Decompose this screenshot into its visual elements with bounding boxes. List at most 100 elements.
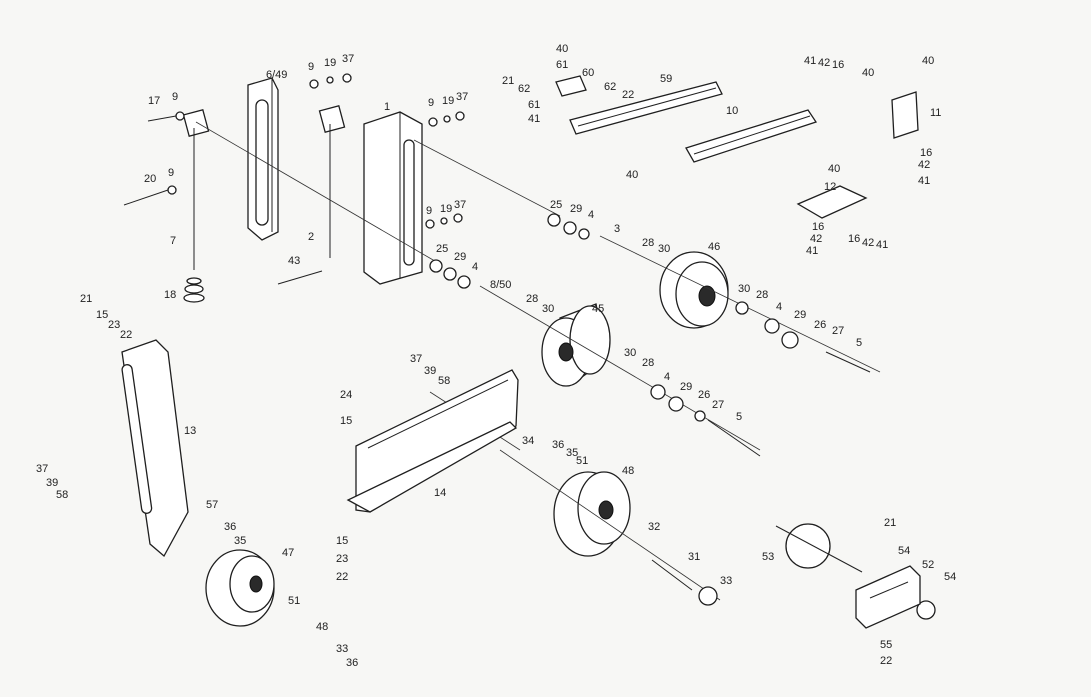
- callout: 4: [588, 209, 594, 221]
- callout: 23: [336, 553, 348, 565]
- callout: 26: [698, 389, 710, 401]
- callout: 29: [680, 381, 692, 393]
- callout: 29: [794, 309, 806, 321]
- callout: 29: [570, 203, 582, 215]
- callout: 8/50: [490, 279, 511, 291]
- callout: 37: [410, 353, 422, 365]
- plate-14: [346, 369, 519, 513]
- callout: 4: [776, 301, 782, 313]
- tie-rod-7: [182, 108, 210, 303]
- callout: 41: [876, 239, 888, 251]
- bracket-13: [121, 339, 189, 558]
- callout: 48: [316, 621, 328, 633]
- bolts-5: [651, 351, 871, 591]
- pulley-48-center: [553, 471, 631, 557]
- callout: 20: [144, 173, 156, 185]
- callout: 61: [528, 99, 540, 111]
- callout: 21: [884, 517, 896, 529]
- callout: 39: [424, 365, 436, 377]
- callout: 42: [918, 159, 930, 171]
- callout: 47: [282, 547, 294, 559]
- callout: 45: [592, 303, 604, 315]
- callout: 15: [336, 535, 348, 547]
- callout: 4: [472, 261, 478, 273]
- callout: 60: [582, 67, 594, 79]
- callout: 23: [108, 319, 120, 331]
- callout: 9: [428, 97, 434, 109]
- callout: 51: [288, 595, 300, 607]
- callout: 27: [712, 399, 724, 411]
- callout: 33: [336, 643, 348, 655]
- callout: 19: [442, 95, 454, 107]
- callout: 22: [336, 571, 348, 583]
- callout: 53: [762, 551, 774, 563]
- callout: 9: [172, 91, 178, 103]
- callout: 12: [824, 181, 836, 193]
- callout: 21: [80, 293, 92, 305]
- callout: 21: [502, 75, 514, 87]
- callout: 11: [930, 107, 941, 119]
- callout: 58: [56, 489, 68, 501]
- callout: 9: [168, 167, 174, 179]
- callout: 36: [552, 439, 564, 451]
- callout: 34: [522, 435, 534, 447]
- callout: 1: [384, 101, 390, 113]
- callout: 33: [720, 575, 732, 587]
- callout: 16: [848, 233, 860, 245]
- rail-10: [685, 109, 818, 163]
- callout: 7: [170, 235, 176, 247]
- callout: 37: [36, 463, 48, 475]
- callout: 5: [856, 337, 862, 349]
- bracket-12: [796, 185, 868, 219]
- callout: 30: [658, 243, 670, 255]
- shaft-lines: [195, 121, 881, 601]
- bolt-43: [277, 270, 323, 285]
- sprocket-53: [775, 523, 863, 573]
- callout: 58: [438, 375, 450, 387]
- callout: 62: [518, 83, 530, 95]
- callout: 46: [708, 241, 720, 253]
- callout: 40: [556, 43, 568, 55]
- callout: 35: [566, 447, 578, 459]
- callout: 62: [604, 81, 616, 93]
- callout: 51: [576, 455, 588, 467]
- callout: 22: [120, 329, 132, 341]
- callout: 40: [922, 55, 934, 67]
- callout: 54: [898, 545, 910, 557]
- pulley-47: [205, 549, 275, 627]
- callout: 59: [660, 73, 672, 85]
- callout: 28: [642, 357, 654, 369]
- callout: 15: [340, 415, 352, 427]
- callout: 29: [454, 251, 466, 263]
- callout: 28: [526, 293, 538, 305]
- callout: 27: [832, 325, 844, 337]
- callout: 5: [736, 411, 742, 423]
- small-rings: [429, 213, 936, 620]
- callout: 15: [96, 309, 108, 321]
- callout: 22: [622, 89, 634, 101]
- callout: 4: [664, 371, 670, 383]
- roller-45: [541, 303, 611, 387]
- bracket-11: [891, 91, 919, 139]
- callout-labels: 17 9 6/49 9 19 37 1 9 19 37 20 9 7 2 9 1…: [36, 43, 956, 669]
- callout: 42: [810, 233, 822, 245]
- callout: 25: [436, 243, 448, 255]
- callout: 18: [164, 289, 176, 301]
- callout: 24: [340, 389, 352, 401]
- rail-59: [569, 81, 723, 135]
- callout: 3: [614, 223, 620, 235]
- tie-rod-2: [318, 104, 346, 258]
- callout: 57: [206, 499, 218, 511]
- bolt-20: [123, 185, 177, 206]
- callout: 30: [542, 303, 554, 315]
- callout: 6/49: [266, 69, 287, 81]
- callout: 37: [454, 199, 466, 211]
- callout: 32: [648, 521, 660, 533]
- callout: 30: [738, 283, 750, 295]
- callout: 28: [642, 237, 654, 249]
- callout: 43: [288, 255, 300, 267]
- callout: 37: [342, 53, 354, 65]
- callout: 48: [622, 465, 634, 477]
- callout: 16: [812, 221, 824, 233]
